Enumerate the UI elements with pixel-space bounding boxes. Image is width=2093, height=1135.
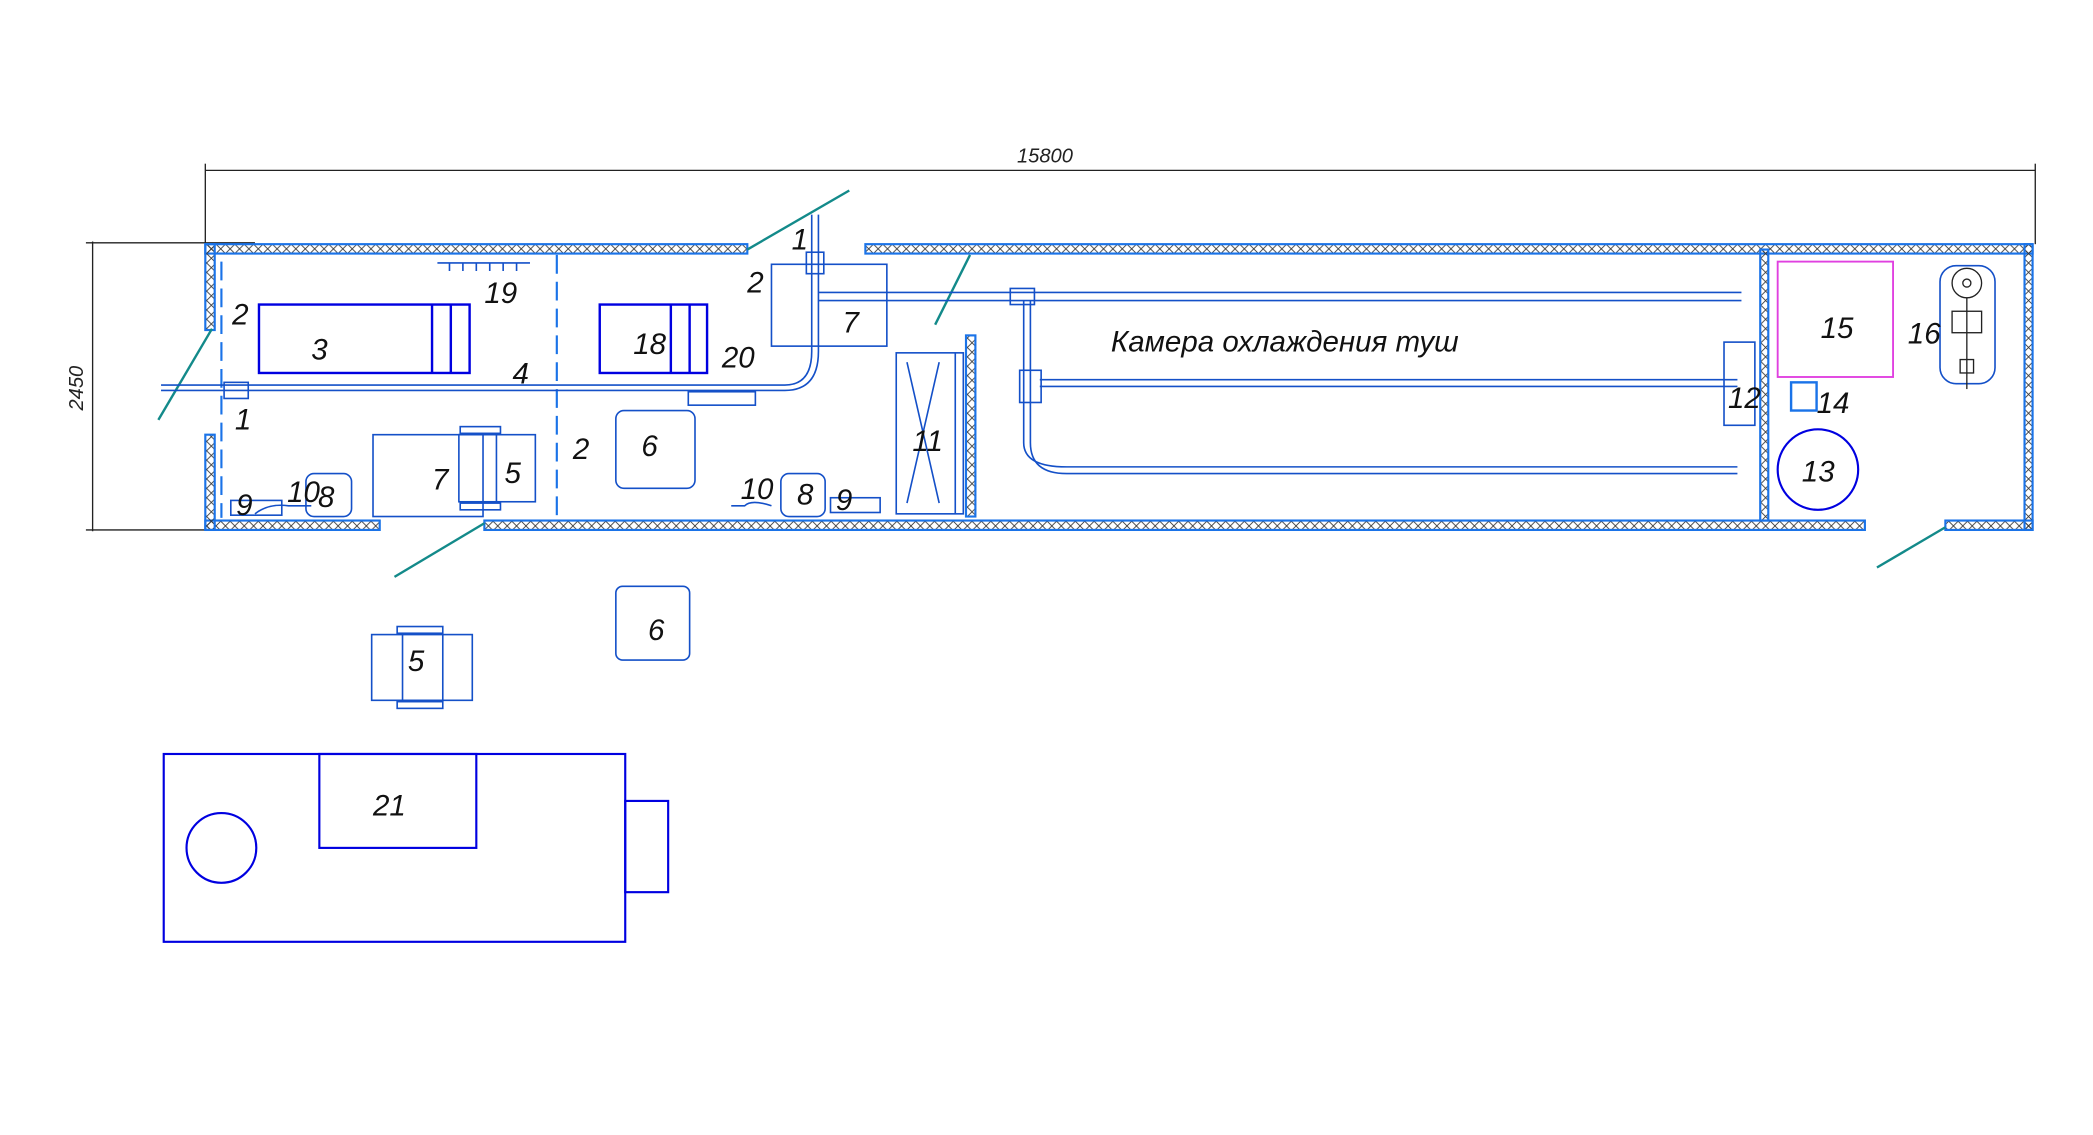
dimension-length: 15800 <box>204 145 2036 245</box>
label-6: 6 <box>641 430 658 463</box>
door-markers <box>157 189 1946 578</box>
item-10-faucet-left <box>254 504 312 515</box>
item-6-cart <box>615 409 696 490</box>
label-16: 16 <box>1908 317 1941 350</box>
label-5: 5 <box>408 645 425 678</box>
item-7-bath-left <box>372 433 484 518</box>
label-2: 2 <box>572 433 589 466</box>
label-4: 4 <box>513 358 529 391</box>
item-8-right <box>780 472 826 518</box>
item-labels: 1 1 2 2 2 3 4 5 5 6 6 7 7 8 8 9 9 10 10 … <box>231 224 1941 823</box>
label-18: 18 <box>633 328 666 361</box>
label-9: 9 <box>836 484 852 517</box>
walls <box>204 243 2034 532</box>
item-9-sink-right <box>829 496 881 514</box>
item-21-machine <box>162 752 670 943</box>
item-12-panel <box>1723 341 1756 427</box>
label-7: 7 <box>843 307 861 340</box>
label-9: 9 <box>236 489 252 522</box>
label-15: 15 <box>1821 312 1854 345</box>
dimension-width: 2450 <box>66 241 255 532</box>
item-8-left <box>305 472 353 518</box>
item-18-table <box>598 303 709 375</box>
label-3: 3 <box>311 334 328 367</box>
item-6-cart-outside <box>615 585 691 661</box>
label-12: 12 <box>1728 382 1761 415</box>
length-dimension-label: 15800 <box>1017 145 1074 167</box>
item-10-faucet-right <box>731 501 772 507</box>
label-6: 6 <box>648 614 665 647</box>
label-14: 14 <box>1817 387 1850 420</box>
label-8: 8 <box>318 481 335 514</box>
label-13: 13 <box>1802 456 1835 489</box>
width-dimension-label: 2450 <box>66 365 88 412</box>
item-14-box <box>1789 381 1818 412</box>
item-5-trolley-outside <box>370 625 474 710</box>
label-1: 1 <box>792 224 808 257</box>
label-8: 8 <box>797 478 814 511</box>
label-7: 7 <box>432 464 450 497</box>
item-13-tank <box>1776 428 1860 511</box>
label-20: 20 <box>721 342 755 375</box>
equipment <box>162 260 1996 943</box>
item-9-sink-left <box>229 499 283 516</box>
label-11: 11 <box>912 425 943 458</box>
item-19-shower <box>437 262 530 272</box>
room-title: Камера охлаждения туш <box>1111 326 1459 359</box>
label-10: 10 <box>741 473 774 506</box>
item-11-chiller <box>895 352 965 515</box>
label-5: 5 <box>504 457 521 490</box>
item-15-unit <box>1776 260 1894 378</box>
label-21: 21 <box>372 790 406 823</box>
label-10: 10 <box>287 476 320 509</box>
item-7-bath-top <box>770 263 888 347</box>
item-3-table <box>257 303 471 375</box>
overhead-rails <box>161 214 1742 475</box>
item-16-pump <box>1939 264 1996 390</box>
label-1: 1 <box>235 403 251 436</box>
label-19: 19 <box>484 277 517 310</box>
label-2: 2 <box>746 266 763 299</box>
item-5-trolley-left <box>458 425 537 511</box>
label-2: 2 <box>231 299 248 332</box>
